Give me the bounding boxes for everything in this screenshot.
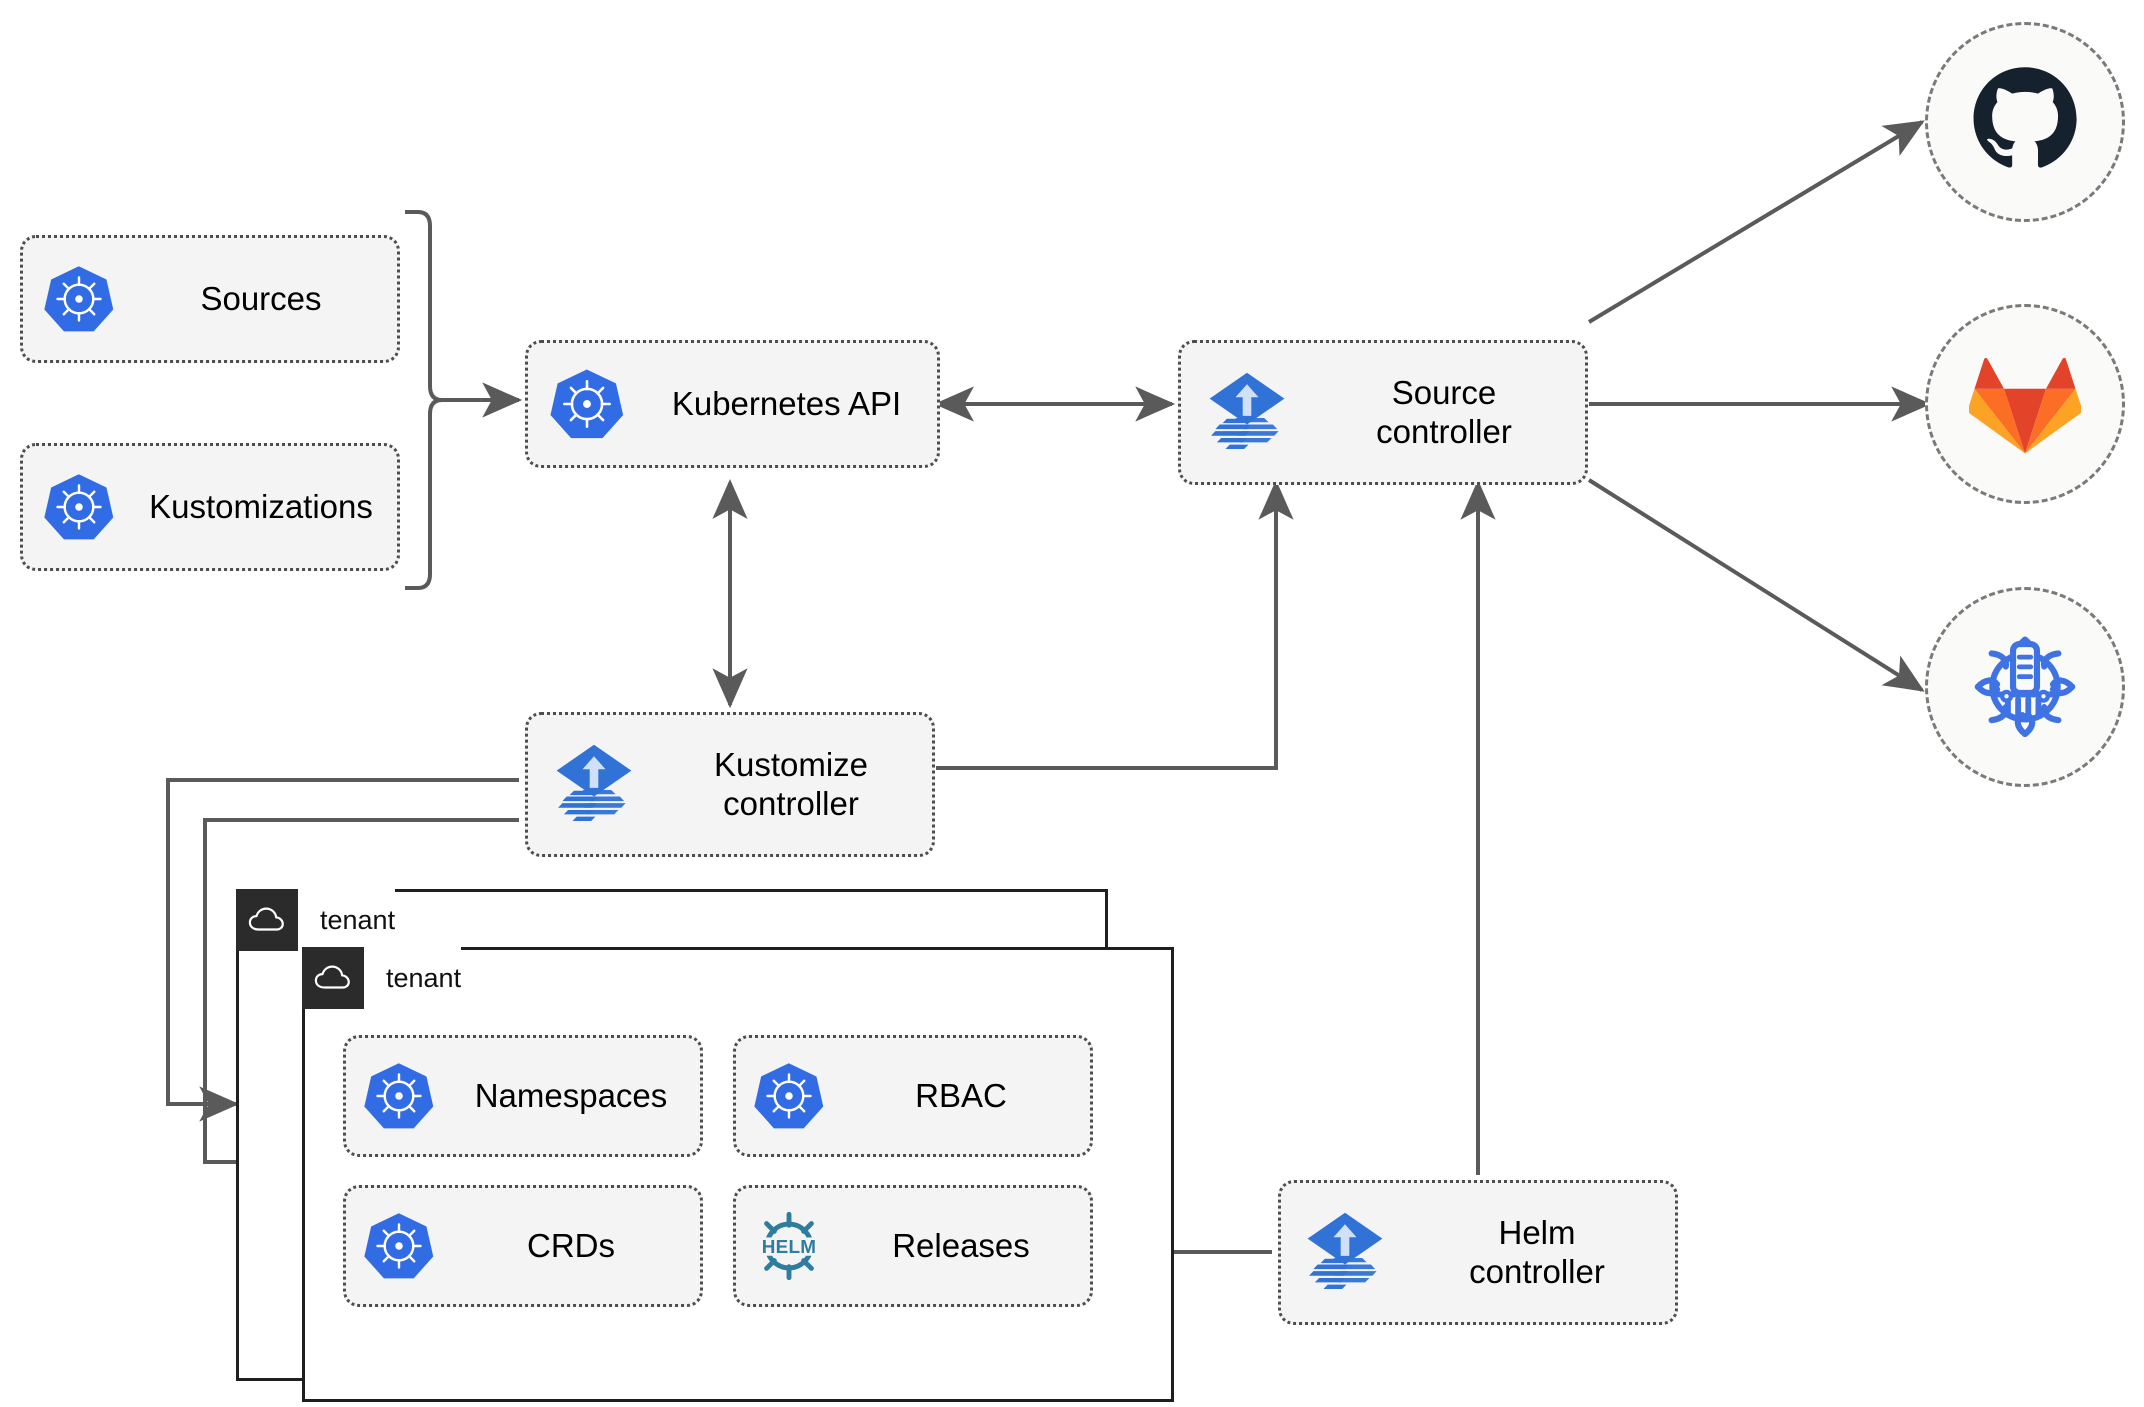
flux-icon	[1181, 367, 1313, 459]
node-kustomizations[interactable]: Kustomizations	[20, 443, 400, 571]
node-label: Kustomizations	[149, 487, 373, 525]
node-rbac[interactable]: RBAC	[733, 1035, 1093, 1157]
node-label: Helm controller	[1469, 1213, 1605, 1290]
cloud-icon	[236, 889, 298, 951]
helm-icon: HELM	[736, 1207, 842, 1285]
svg-text:HELM: HELM	[762, 1237, 816, 1258]
node-namespaces[interactable]: Namespaces	[343, 1035, 703, 1157]
tenant-header-1: tenant	[236, 889, 396, 951]
provider-helm-repository[interactable]	[1925, 587, 2125, 787]
node-crds[interactable]: CRDs	[343, 1185, 703, 1307]
provider-gitlab[interactable]	[1925, 304, 2125, 504]
node-label: Namespaces	[474, 1076, 668, 1114]
node-label: Sources	[200, 279, 322, 317]
node-releases[interactable]: HELM Releases	[733, 1185, 1093, 1307]
node-kustomize-controller[interactable]: Kustomize controller	[525, 712, 935, 857]
wire-source-controller-to-helm-repository	[1587, 478, 1925, 692]
kubernetes-icon	[23, 262, 135, 336]
kubernetes-icon	[346, 1059, 452, 1133]
flux-icon	[528, 739, 660, 831]
github-icon	[1970, 65, 2080, 180]
tenant-label: tenant	[386, 962, 462, 993]
provider-github[interactable]	[1925, 22, 2125, 222]
tenant-label: tenant	[320, 904, 396, 935]
tenant-box-2[interactable]: tenant	[302, 947, 1174, 1402]
node-source-controller[interactable]: Source controller	[1178, 340, 1588, 485]
cloud-icon	[302, 947, 364, 1009]
kubernetes-icon	[736, 1059, 842, 1133]
gitlab-icon	[1967, 349, 2083, 460]
node-label: Kustomize controller	[713, 745, 869, 822]
flux-icon	[1281, 1207, 1409, 1299]
tenant-header-2: tenant	[302, 947, 462, 1009]
node-helm-controller[interactable]: Helm controller	[1278, 1180, 1678, 1325]
wire-source-controller-to-github	[1587, 120, 1925, 324]
node-label: RBAC	[915, 1076, 1007, 1114]
node-label: Source controller	[1376, 373, 1512, 450]
node-label: Releases	[892, 1226, 1030, 1264]
node-sources[interactable]: Sources	[20, 235, 400, 363]
node-label: CRDs	[527, 1226, 615, 1264]
wire-kustomize-controller-to-source-controller	[936, 479, 1294, 770]
group-bracket	[405, 210, 443, 590]
kubernetes-icon	[23, 470, 135, 544]
kubernetes-icon	[528, 365, 646, 443]
kubernetes-icon	[346, 1209, 452, 1283]
helm-repository-icon	[1967, 627, 2083, 748]
node-kubernetes-api[interactable]: Kubernetes API	[525, 340, 940, 468]
node-label: Kubernetes API	[671, 384, 902, 422]
